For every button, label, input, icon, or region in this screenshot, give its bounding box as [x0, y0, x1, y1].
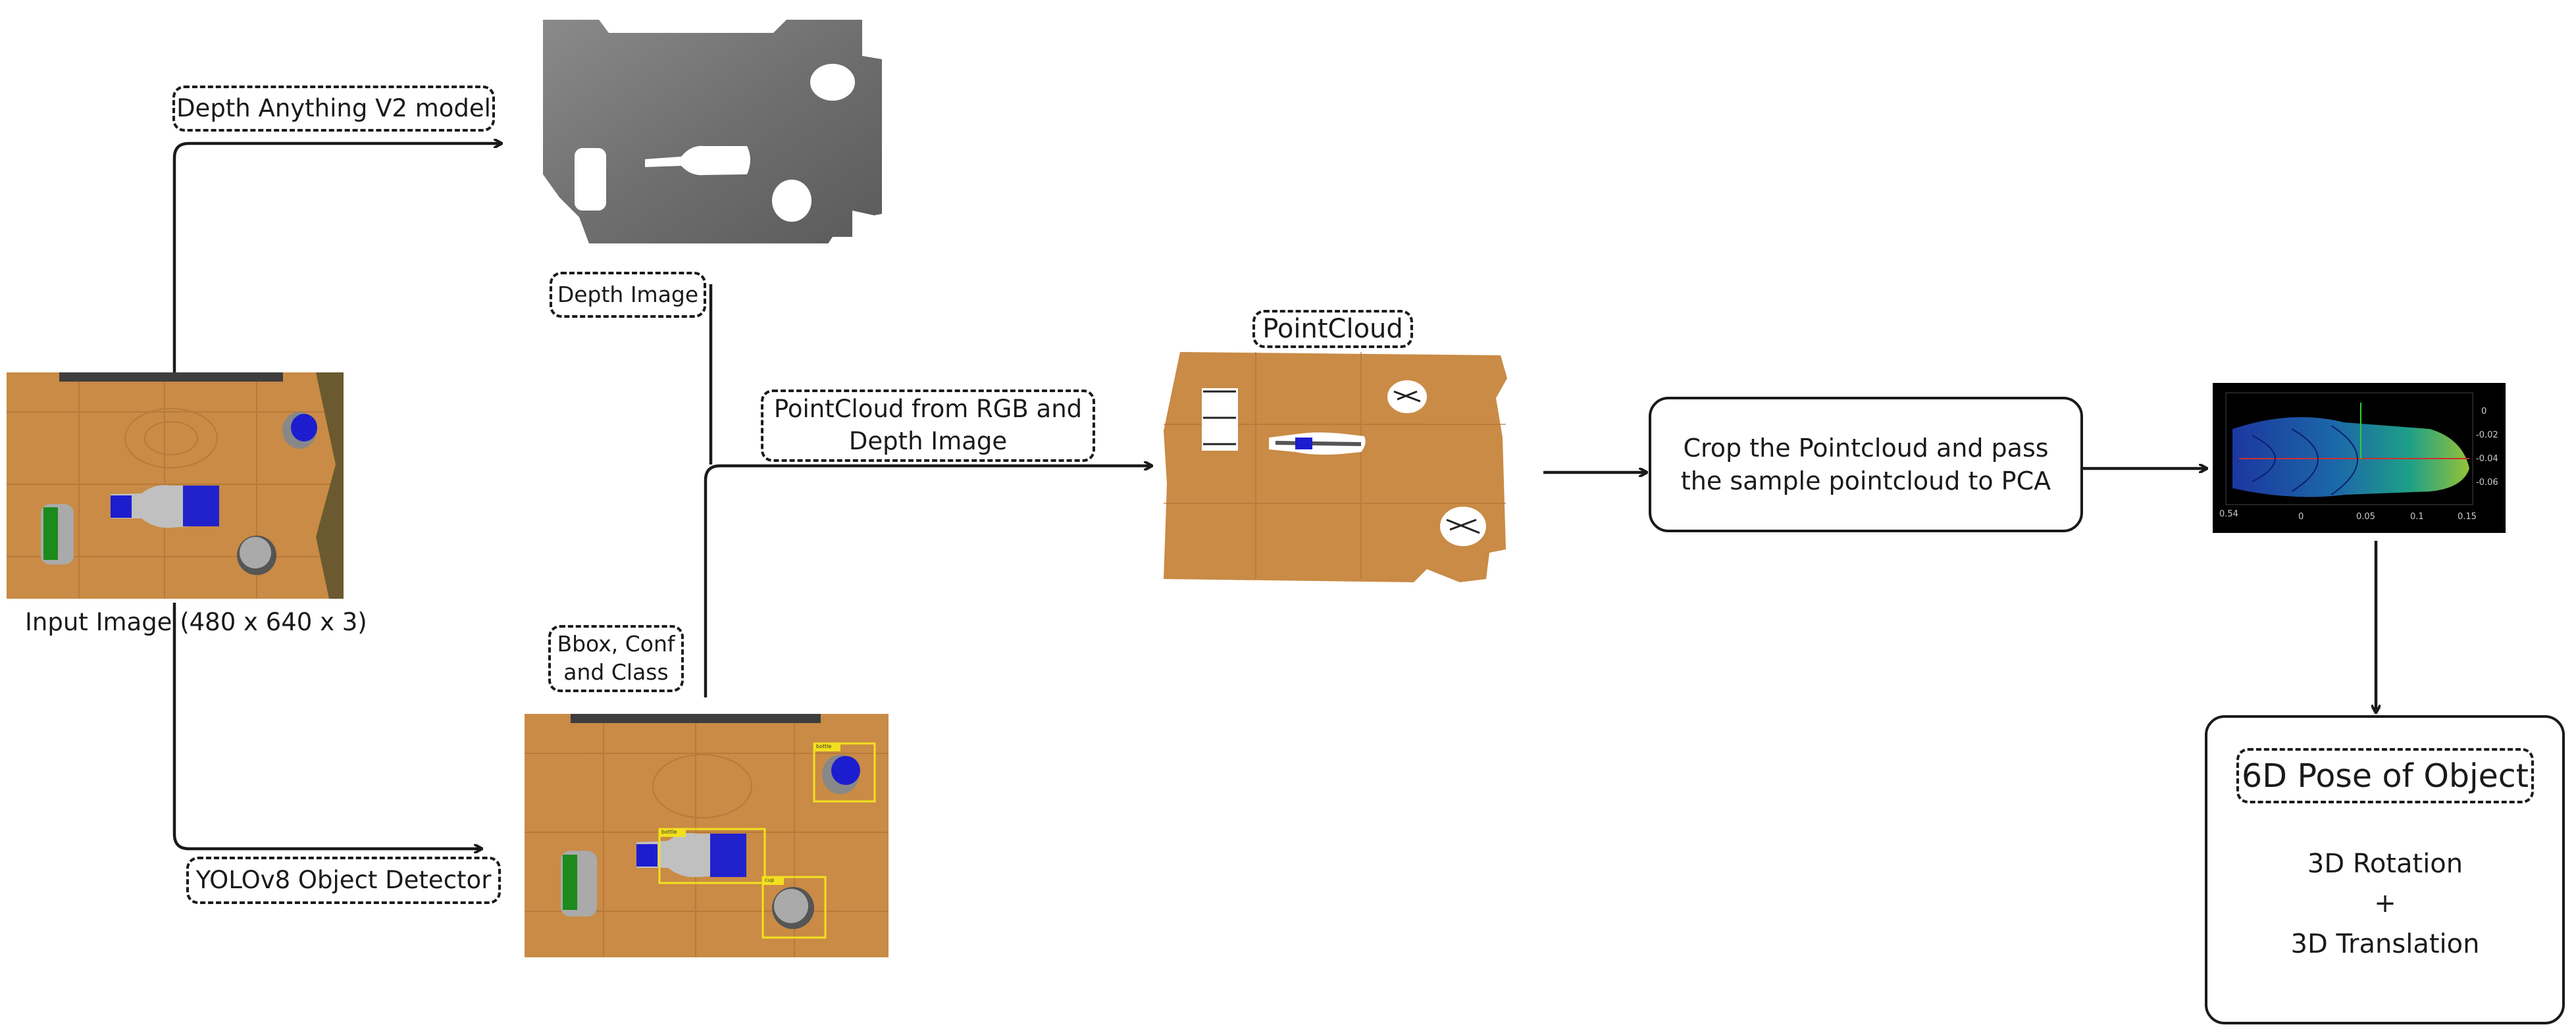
input-image: [7, 372, 344, 599]
crop-pca-box: Crop the Pointcloud and pass the sample …: [1649, 397, 2083, 532]
bbox-label: Bbox, Conf and Class: [548, 625, 684, 692]
pointcloud-image: [1164, 352, 1516, 582]
arrow-input-to-yolo: [172, 603, 482, 849]
arrow-input-to-depth: [172, 143, 502, 372]
yolo-output-image: bottle bottle cup: [525, 714, 889, 957]
pose-box: 6D Pose of Object 3D Rotation + 3D Trans…: [2205, 715, 2565, 1024]
pca-xtick-2: 0.05: [2356, 512, 2375, 522]
pca-ytick-1: -0.02: [2476, 430, 2498, 440]
plus-text: +: [2374, 888, 2396, 918]
detection-label-cup: cup: [765, 877, 775, 883]
pca-plot: 0.54 0 0.05 0.1 0.15 0 -0.02 -0.04 -0.06: [2213, 383, 2506, 533]
pointcloud-from-label: PointCloud from RGB and Depth Image: [761, 390, 1095, 462]
pca-ytick-3: -0.06: [2476, 478, 2498, 488]
detection-label-bottle-top: bottle: [816, 743, 832, 749]
pca-xtick-3: 0.1: [2410, 512, 2424, 522]
rotation-text: 3D Rotation: [2307, 849, 2463, 879]
detection-label-bottle: bottle: [661, 829, 677, 835]
line-bbox-up: [704, 466, 1152, 697]
pca-ytick-0: 0: [2481, 407, 2487, 416]
depth-image: [543, 20, 882, 243]
depth-image-label: Depth Image: [550, 272, 706, 318]
pca-xtick-4: 0.15: [2458, 512, 2477, 522]
yolo-label: YOLOv8 Object Detector: [186, 857, 501, 904]
depth-model-label: Depth Anything V2 model: [172, 86, 495, 132]
pca-xtick-1: 0: [2298, 512, 2304, 522]
input-image-label: Input Image (480 x 640 x 3): [25, 608, 367, 636]
translation-text: 3D Translation: [2290, 929, 2480, 959]
pointcloud-label: PointCloud: [1252, 310, 1413, 348]
pose-title: 6D Pose of Object: [2236, 748, 2534, 803]
pca-xtick-0: 0.54: [2219, 509, 2238, 519]
pca-ytick-2: -0.04: [2476, 454, 2498, 464]
